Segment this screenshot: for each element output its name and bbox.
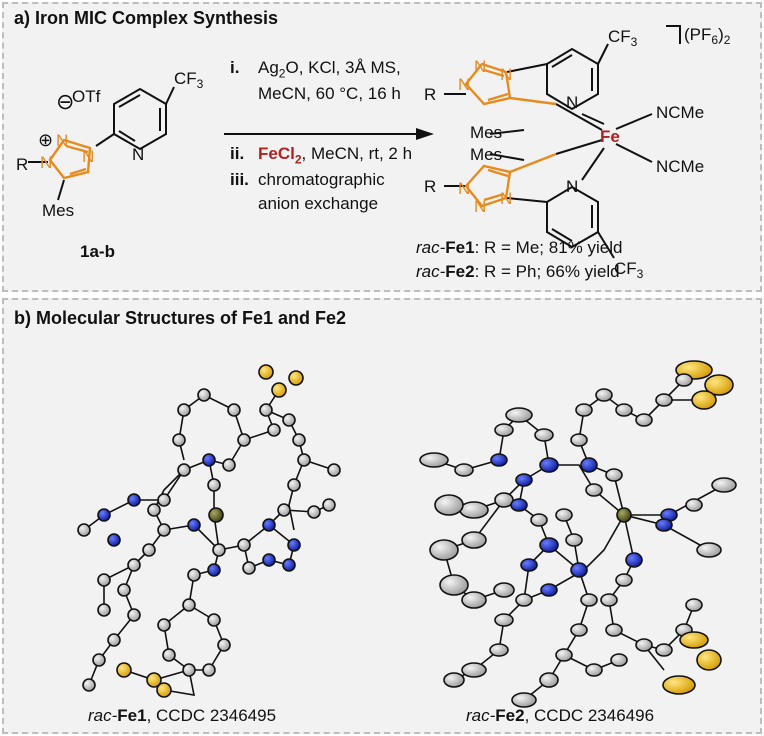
caption-fe1: rac-Fe1, CCDC 2346495 xyxy=(88,706,277,725)
product-fe: Fe xyxy=(600,127,620,146)
panel-b-title: b) Molecular Structures of Fe1 and Fe2 xyxy=(14,308,347,328)
product-structure xyxy=(444,43,653,259)
svg-text:CF3: CF3 xyxy=(608,27,638,49)
svg-text:R: R xyxy=(424,177,436,196)
reactant-r-label: R xyxy=(16,155,28,174)
svg-text:N: N xyxy=(500,65,512,84)
svg-text:N: N xyxy=(474,57,486,76)
crystal-structures xyxy=(77,360,737,708)
condition-1b: MeCN, 60 °C, 16 h xyxy=(258,84,401,103)
svg-text:⊖: ⊖ xyxy=(56,89,74,114)
yield-fe1: rac-Fe1: R = Me; 81% yield xyxy=(416,238,623,257)
product-mes-top: Mes xyxy=(470,123,502,142)
svg-text:CF3: CF3 xyxy=(614,259,644,281)
reactant-n3: N xyxy=(40,153,52,172)
reactant-structure xyxy=(95,86,175,151)
condition-3b: anion exchange xyxy=(258,194,379,213)
reactant-triazole xyxy=(48,138,92,180)
product-ncme-bottom: NCMe xyxy=(656,157,704,176)
panel-b-structures: b) Molecular Structures of Fe1 and Fe2 xyxy=(2,298,762,734)
product-ncme-top: NCMe xyxy=(656,103,704,122)
product-triazoles xyxy=(464,62,557,208)
svg-text:N: N xyxy=(500,189,512,208)
fe1-structure xyxy=(77,364,341,698)
reactant-pyridine-n: N xyxy=(132,145,144,164)
reactant-cf3-label: CF3 xyxy=(174,69,204,91)
condition-3: iii.chromatographic xyxy=(230,170,385,189)
fe2-structure xyxy=(419,360,737,708)
product-counterion: (PF6)2 xyxy=(684,25,731,47)
reactant-n1: N xyxy=(82,147,94,166)
reactant-label: 1a-b xyxy=(80,242,115,261)
reactant-otf-label: OTf xyxy=(72,87,101,106)
svg-text:R: R xyxy=(424,85,436,104)
svg-text:N: N xyxy=(458,179,470,198)
svg-text:N: N xyxy=(474,197,486,216)
caption-fe2: rac-Fe2, CCDC 2346496 xyxy=(466,706,655,725)
panel-a-title: a) Iron MIC Complex Synthesis xyxy=(14,8,279,28)
svg-text:N: N xyxy=(566,177,578,196)
yield-fe2: rac-Fe2: R = Ph; 66% yield xyxy=(416,262,620,281)
reactant-n2: N xyxy=(56,131,68,150)
svg-text:⊕: ⊕ xyxy=(38,130,53,150)
reaction-scheme: ⊖ R Mes CF3 OTf N N N N ⊕ xyxy=(16,25,731,281)
condition-2: ii.FeCl2, MeCN, rt, 2 h xyxy=(230,144,413,167)
svg-text:N: N xyxy=(458,75,470,94)
panel-a-synthesis: a) Iron MIC Complex Synthesis ⊖ R Mes CF… xyxy=(2,2,762,292)
svg-text:N: N xyxy=(566,93,578,112)
condition-1: i.Ag2O, KCl, 3Å MS, xyxy=(230,58,401,81)
product-mes-bottom: Mes xyxy=(470,145,502,164)
reactant-mes-label: Mes xyxy=(42,201,74,220)
